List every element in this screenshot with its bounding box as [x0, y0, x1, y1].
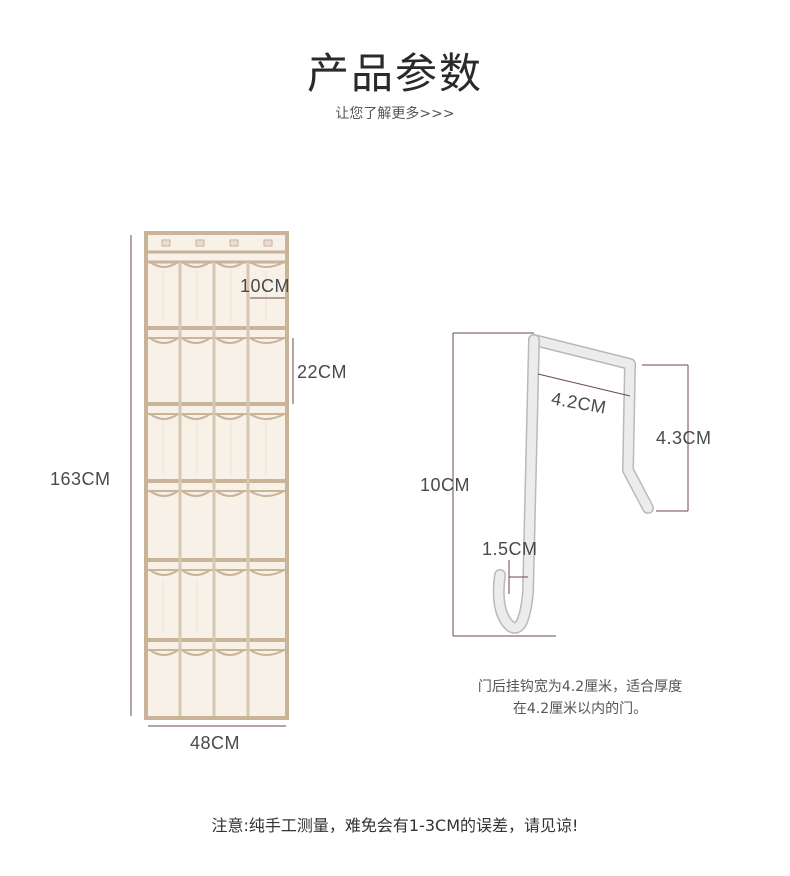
hook-total-height-label: 10CM — [420, 475, 471, 495]
organizer-dimension-lines — [130, 235, 294, 727]
pocket-width-label: 10CM — [240, 276, 291, 296]
door-hook-image — [492, 334, 654, 634]
page-subtitle: 让您了解更多>>> — [335, 106, 455, 122]
hook-description-line1: 门后挂钩宽为4.2厘米，适合厚度 — [477, 679, 683, 695]
total-height-label: 163CM — [50, 469, 111, 489]
hook-tip-height-label: 1.5CM — [482, 539, 538, 559]
page-title: 产品参数 — [306, 49, 483, 98]
total-width-label: 48CM — [190, 733, 241, 753]
pocket-height-label: 22CM — [297, 362, 348, 382]
measurement-note: 注意:纯手工测量，难免会有1-3CM的误差，请见谅! — [211, 816, 579, 835]
hook-description: 门后挂钩宽为4.2厘米，适合厚度 在4.2厘米以内的门。 — [420, 676, 740, 720]
hook-dimension-lines — [452, 332, 689, 637]
shoe-organizer-image — [144, 231, 289, 720]
hook-front-height-label: 4.3CM — [656, 428, 712, 448]
hook-description-line2: 在4.2厘米以内的门。 — [512, 701, 648, 717]
